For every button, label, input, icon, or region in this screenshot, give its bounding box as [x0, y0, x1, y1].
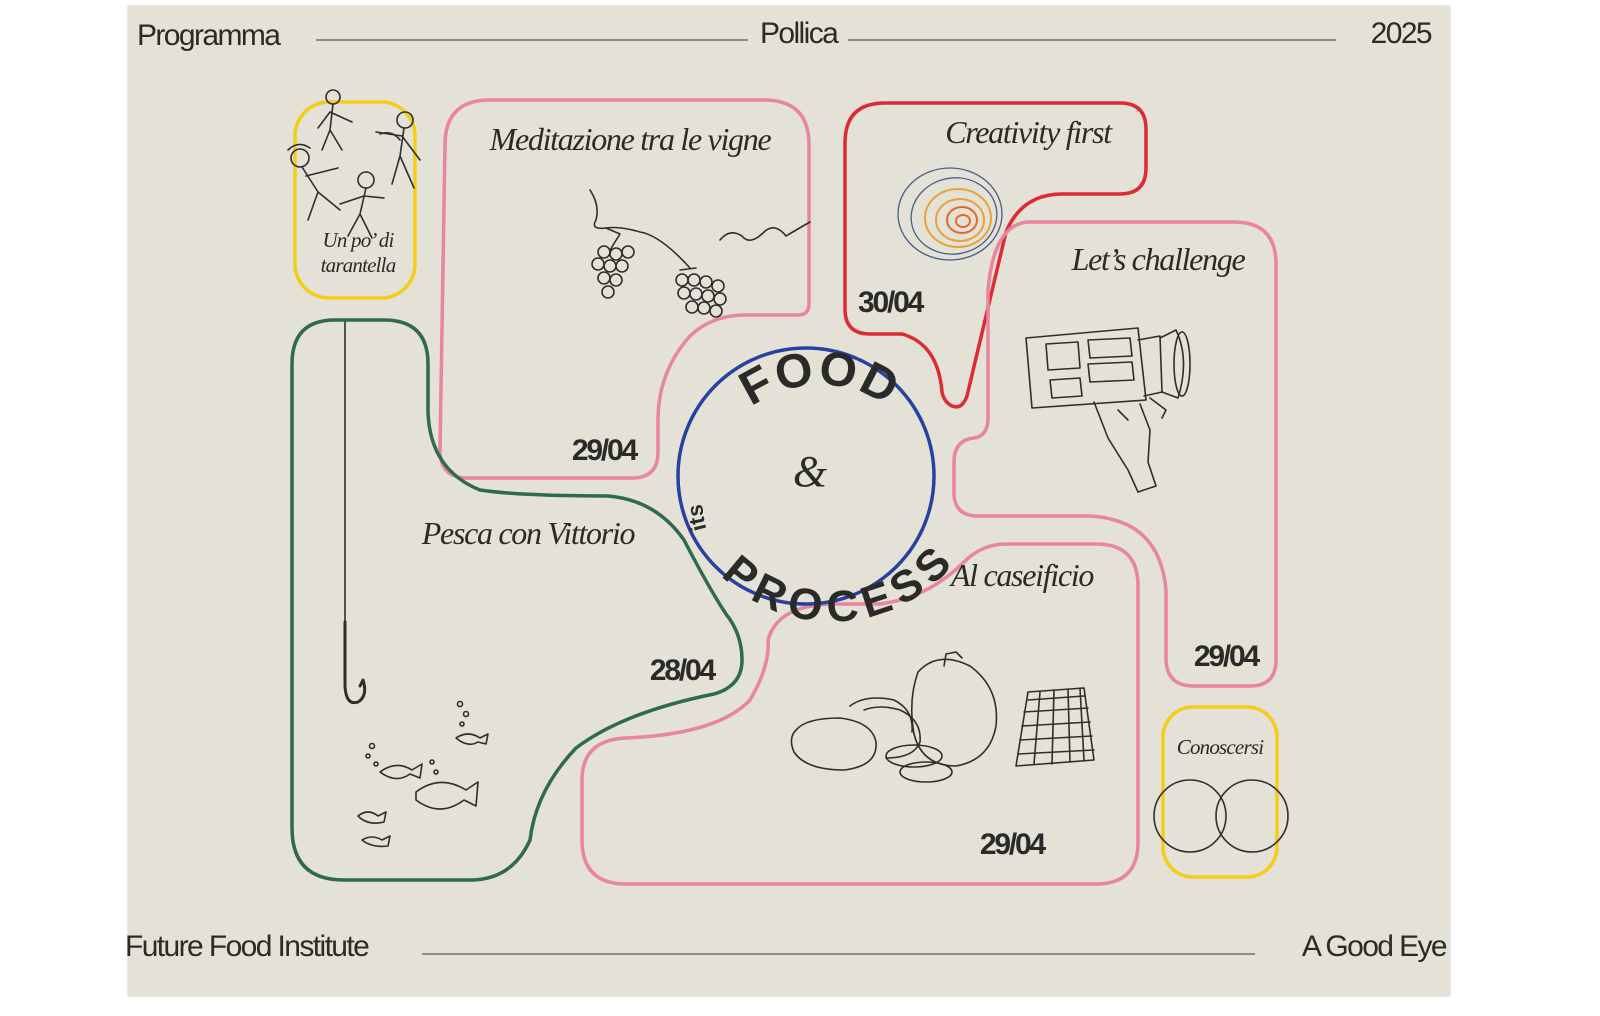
event-creativity-frame — [843, 101, 1148, 409]
event-tarantella: Un po’ di tarantella — [287, 89, 421, 300]
event-tarantella-title: Un po’ di — [323, 228, 395, 252]
event-challenge-date: 29/04 — [1194, 640, 1261, 673]
footer-left: Future Food Institute — [125, 930, 369, 963]
center-badge: FOOD & its PROCESS — [676, 341, 961, 633]
event-challenge-frame — [952, 220, 1278, 688]
event-challenge: Let’s challenge 29/04 — [952, 220, 1278, 688]
grapes-icon — [589, 189, 811, 318]
event-caseificio-title: Al caseificio — [949, 557, 1094, 593]
event-conoscersi-title: Conoscersi — [1177, 735, 1264, 759]
program-card — [128, 6, 1450, 996]
center-circle — [676, 346, 936, 606]
scribble-icon — [897, 167, 1003, 261]
event-challenge-title: Let’s challenge — [1071, 241, 1246, 277]
header-left: Programma — [137, 19, 281, 52]
dancers-icon — [287, 89, 421, 239]
event-pesca-frame — [290, 318, 744, 882]
camera-icon — [1025, 327, 1191, 493]
event-meditazione-title: Meditazione tra le vigne — [489, 121, 772, 157]
header-center: Pollica — [760, 17, 839, 50]
header-right: 2025 — [1371, 17, 1432, 50]
event-caseificio: Al caseificio 29/04 — [580, 542, 1140, 886]
event-pesca-title: Pesca con Vittorio — [421, 515, 636, 551]
event-caseificio-date: 29/04 — [980, 828, 1047, 861]
center-ampersand: & — [793, 447, 828, 496]
event-conoscersi: Conoscersi — [1153, 705, 1289, 879]
footer-right: A Good Eye — [1302, 930, 1447, 963]
footer: Future Food Institute A Good Eye — [125, 930, 1449, 963]
event-tarantella-title-line2: tarantella — [321, 253, 396, 277]
event-pesca: Pesca con Vittorio 28/04 — [290, 318, 744, 882]
event-creativity: Creativity first 30/04 — [843, 101, 1148, 409]
center-bottom-word: PROCESS — [714, 538, 961, 633]
event-meditazione-date: 29/04 — [572, 434, 639, 467]
event-creativity-title: Creativity first — [945, 114, 1113, 150]
event-pesca-date: 28/04 — [650, 654, 717, 687]
event-tarantella-frame — [293, 100, 417, 300]
event-meditazione-frame — [438, 98, 811, 480]
fishing-icon — [343, 321, 489, 848]
event-creativity-date: 30/04 — [858, 286, 925, 319]
center-top-word: FOOD — [731, 341, 909, 415]
cheese-icon — [790, 651, 1095, 783]
venn-icon — [1153, 779, 1289, 853]
header: Programma Pollica 2025 — [137, 17, 1434, 52]
event-caseificio-frame — [580, 542, 1140, 886]
event-meditazione: Meditazione tra le vigne 29/04 — [438, 98, 811, 480]
